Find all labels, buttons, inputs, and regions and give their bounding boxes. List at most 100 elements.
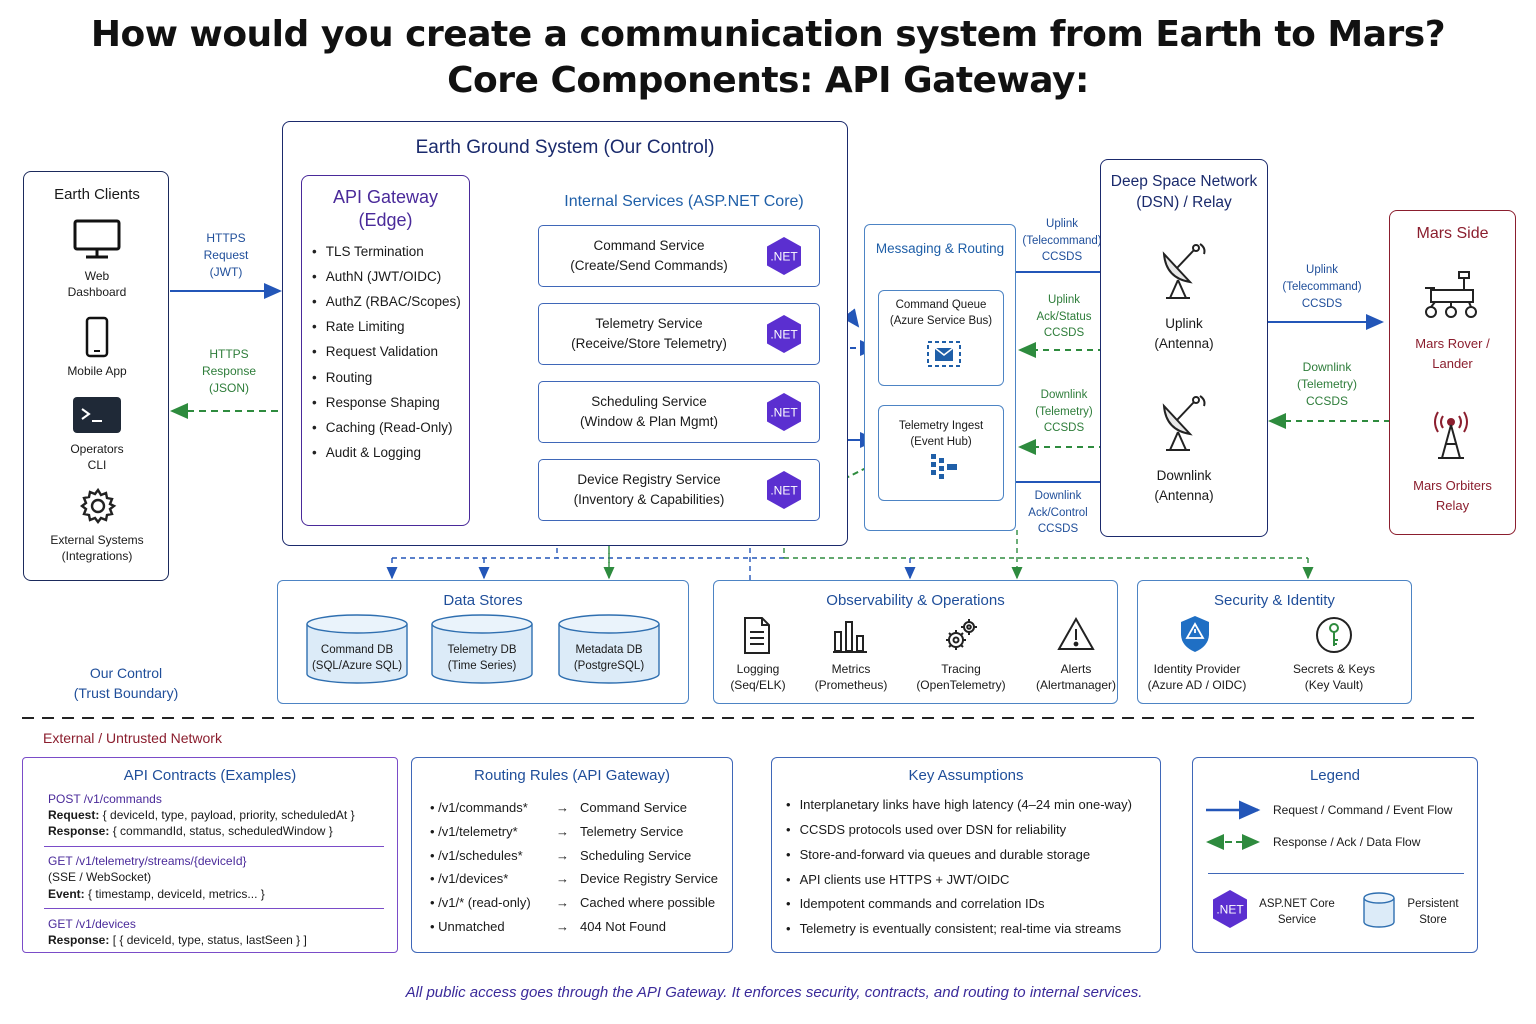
device-registry-service: Device Registry Service (Inventory & Cap… [538,459,820,521]
observability-title: Observability & Operations [826,592,1005,609]
external-network-label: External / Untrusted Network [43,730,222,746]
gateway-feature: Response Shaping [312,395,440,410]
https-request-label: HTTPS Request (JWT) [203,231,249,279]
contract-endpoint: POST /v1/commands [48,792,162,806]
observability-panel [713,580,1118,704]
gateway-feature: TLS Termination [312,244,424,259]
api-contracts-title: API Contracts (Examples) [123,767,297,784]
security-title: Security & Identity [1214,592,1335,609]
terminal-icon [72,396,122,439]
tracing-label: Tracing (OpenTelemetry) [916,662,1006,692]
dsn-title: Deep Space Network (DSN) / Relay [1110,173,1258,211]
route-path: • Unmatched [430,919,505,934]
contract-line: Request: { deviceId, type, payload, prio… [48,808,355,822]
route-arrow: → [556,847,569,863]
telemetry-ingest-label: Telemetry Ingest (Event Hub) [898,420,984,448]
queue-icon [926,336,962,377]
api-contracts-panel [22,757,398,953]
route-path: • /v1/schedules* [430,847,523,863]
shield-icon [1178,614,1212,659]
gateway-feature: AuthZ (RBAC/Scopes) [312,294,461,309]
downlink-telemetry-label: Downlink (Telemetry) CCSDS [1035,389,1093,434]
routing-rules-panel [411,757,733,953]
gears-icon [942,616,980,659]
assumption-item: CCSDS protocols used over DSN for reliab… [786,822,1067,837]
route-target: 404 Not Found [580,919,667,934]
route-path: • /v1/* (read-only) [430,895,531,911]
dsn-downlink-antenna: Downlink (Antenna) [1154,468,1214,503]
legend-service-label: ASP.NET Core Service [1259,898,1335,926]
mars-downlink-label: Downlink (Telemetry) CCSDS [1296,360,1357,408]
antenna-tower-icon [1430,410,1472,467]
svg-text:.NET: .NET [1216,903,1244,917]
event-hub-icon [928,452,962,487]
dotnet-badge: .NET [764,236,804,276]
route-target: Telemetry Service [580,823,684,839]
contract-line: Event: { timestamp, deviceId, metrics...… [48,887,265,901]
telemetry-db-label: Telemetry DB (Time Series) [447,644,517,672]
assumption-item: Idempotent commands and correlation IDs [786,896,1045,911]
dsn-panel [1100,159,1268,537]
footer-note: All public access goes through the API G… [405,984,1143,1001]
svg-text:.NET: .NET [770,484,798,498]
dotnet-badge: .NET [764,470,804,510]
route-target: Command Service [580,800,687,815]
routing-rules-title: Routing Rules (API Gateway) [474,767,670,784]
route-arrow: → [556,919,569,934]
command-db: Command DB (SQL/Azure SQL) [305,614,409,686]
scheduling-service-label: Scheduling Service (Window & Plan Mgmt) [579,394,719,429]
uplink-telecommand-label: Uplink (Telecommand) CCSDS [1022,218,1102,263]
satellite-dish-icon [1156,392,1212,459]
client-external-systems: External Systems (Integrations) [50,533,144,563]
legend-store-label: Persistent Store [1407,898,1459,926]
monitor-icon [72,218,122,265]
command-queue-box [878,290,1004,386]
mars-orbiters-label: Mars Orbiters Relay [1413,478,1492,513]
metadata-db-label: Metadata DB (PostgreSQL) [573,644,645,672]
command-queue-label: Command Queue (Azure Service Bus) [889,299,993,327]
client-web-dashboard: Web Dashboard [67,269,127,299]
page-title: How would you create a communication sys… [90,14,1446,55]
legend-store-icon [1362,891,1396,934]
command-service-label: Command Service (Create/Send Commands) [570,238,728,273]
client-mobile-app: Mobile App [67,364,127,378]
key-icon [1315,616,1353,659]
data-stores-title: Data Stores [443,592,523,609]
key-assumptions-title: Key Assumptions [908,767,1024,784]
gateway-feature: Request Validation [312,344,438,359]
mars-side-panel [1389,210,1516,535]
dotnet-badge: .NET [1210,889,1250,929]
dsn-uplink-antenna: Uplink (Antenna) [1154,316,1214,351]
metadata-db: Metadata DB (PostgreSQL) [557,614,661,686]
divider [44,908,384,909]
legend-response-label: Response / Ack / Data Flow [1273,835,1421,849]
metrics-label: Metrics (Prometheus) [814,662,888,692]
command-service: Command Service (Create/Send Commands) [538,225,820,287]
earth-clients-panel: Earth Clients Web Dashboard Mobile App O… [23,171,169,581]
scheduling-service: Scheduling Service (Window & Plan Mgmt) [538,381,820,443]
client-operators-cli: Operators CLI [70,442,124,472]
satellite-dish-icon [1156,240,1212,307]
alerts-label: Alerts (Alertmanager) [1035,662,1117,692]
contract-line: (SSE / WebSocket) [48,870,152,884]
legend-title: Legend [1309,767,1361,784]
rover-icon [1421,268,1483,329]
route-path: • /v1/devices* [430,871,509,887]
route-target: Cached where possible [580,895,716,911]
route-arrow: → [556,871,569,887]
mars-uplink-label: Uplink (Telecommand) CCSDS [1282,264,1362,310]
gateway-feature: Rate Limiting [312,319,405,334]
svg-text:.NET: .NET [770,250,798,264]
telemetry-db: Telemetry DB (Time Series) [430,614,534,686]
device-registry-service-label: Device Registry Service (Inventory & Cap… [573,472,725,507]
telemetry-service-label: Telemetry Service (Receive/Store Telemet… [571,316,727,351]
security-panel [1137,580,1412,704]
gateway-feature: Routing [312,370,373,385]
uplink-ack-label: Uplink Ack/Status CCSDS [1036,294,1092,339]
mars-rover-label: Mars Rover / Lander [1415,336,1490,371]
ground-system-title: Earth Ground System (Our Control) [415,137,715,158]
mars-side-title: Mars Side [1416,225,1489,242]
route-arrow: → [556,895,569,911]
gateway-feature: AuthN (JWT/OIDC) [312,269,442,284]
dotnet-badge: .NET [764,314,804,354]
